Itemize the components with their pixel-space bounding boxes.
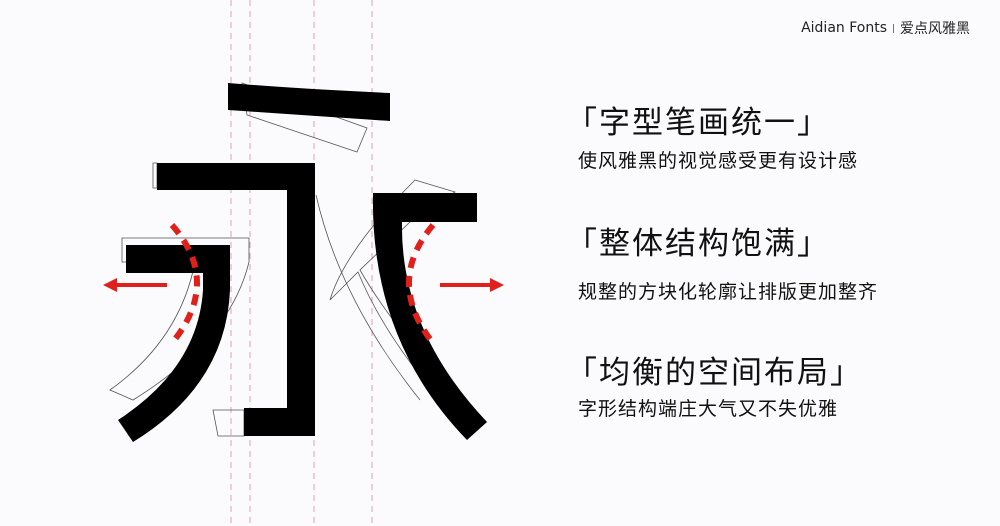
- outline-hook-foot: [212, 409, 245, 437]
- feature-title: 「字型笔画统一」: [566, 105, 830, 141]
- outline-middle-curve: [315, 194, 421, 401]
- left-dashed-arc: [169, 223, 200, 345]
- horizontal-turn-hook-stroke: [157, 163, 315, 436]
- top-dot-stroke: [228, 83, 390, 121]
- left-arrow-icon: [103, 278, 117, 292]
- feature-subtitle: 使风雅黑的视觉感受更有设计感: [578, 150, 859, 172]
- outline-left-stroke: [109, 237, 250, 401]
- left-turn-stroke: [118, 245, 230, 442]
- feature-unified-strokes: 「字型笔画统一」 使风雅黑的视觉感受更有设计感: [566, 105, 858, 173]
- feature-subtitle: 字形结构端庄大气又不失优雅: [578, 398, 839, 420]
- brand-name-cn: 爱点风雅黑: [900, 21, 970, 37]
- brand-name-en: Aidian Fonts: [801, 20, 887, 36]
- feature-subtitle: 规整的方块化轮廓让排版更加整齐: [578, 281, 879, 303]
- yong-character-diagram: [103, 0, 504, 526]
- outline-hook-stroke: [152, 162, 158, 189]
- right-dashed-arc: [406, 223, 436, 345]
- feature-title: 「整体结构饱满」: [566, 226, 830, 262]
- feature-balanced-space: 「均衡的空间布局」 字形结构端庄大气又不失优雅: [566, 355, 863, 421]
- right-arrow-icon: [490, 278, 504, 292]
- brand-label: Aidian Fonts 爱点风雅黑: [801, 18, 970, 38]
- right-sweep-stroke: [372, 193, 487, 440]
- brand-separator: [893, 23, 894, 33]
- feature-title: 「均衡的空间布局」: [566, 355, 863, 391]
- feature-full-structure: 「整体结构饱满」 规整的方块化轮廓让排版更加整齐: [566, 226, 878, 304]
